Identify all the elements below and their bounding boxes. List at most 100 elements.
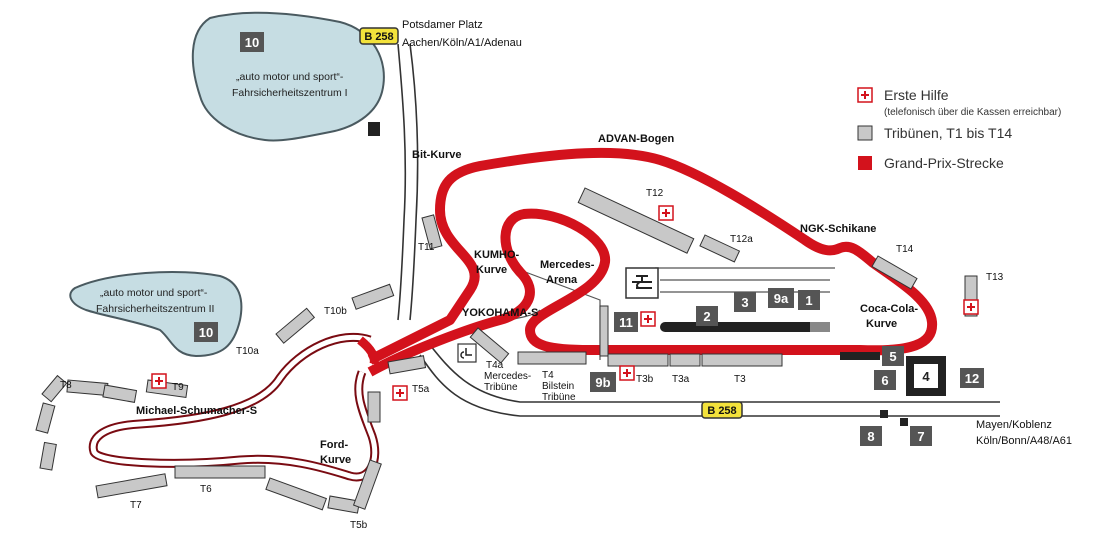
north-destination-2: Aachen/Köln/A1/Adenau [402,37,522,49]
stand-label-t4a-2: Mercedes- [484,371,531,382]
legend-first-aid-note: (telefonisch über die Kassen erreichbar) [884,107,1061,118]
legend: Erste Hilfe (telefonisch über die Kassen… [857,87,1061,171]
stand-t4a [469,327,510,364]
box-4-inner [914,364,938,388]
stand-label-t6: T6 [200,484,212,495]
road-sign-b258-north-label: B 258 [364,31,393,43]
box-11 [614,312,638,332]
paddock-marker-1 [880,410,888,418]
stand-t10b [351,283,395,310]
paddock-block [840,352,880,360]
stand-label-t14: T14 [896,244,914,255]
stand-label-t4-2: Bilstein [542,381,574,392]
grand-prix-track [367,147,938,377]
corner-bit: Bit-Kurve [412,149,462,161]
schumacher-s-track-center [90,334,378,480]
stand-label-t3a: T3a [672,374,690,385]
stand-t5b [265,477,328,511]
box-3 [734,292,756,312]
stand-label-t3: T3 [734,374,746,385]
number-boxes: 10 10 11 9a 9b 1 2 3 4 5 6 7 8 12 [194,32,984,446]
stand-t6 [174,465,266,479]
box-3-label: 3 [741,295,748,310]
stand-label-t10a: T10a [236,346,259,357]
stand-label-t8: T8 [60,380,72,391]
stand-t4 [517,351,587,365]
north-destination-1: Potsdamer Platz [402,19,483,31]
stand-label-t10b: T10b [324,306,347,317]
box-1 [798,290,820,310]
box-12-label: 12 [965,371,979,386]
stand-label-t11: T11 [418,242,435,253]
east-destination-1: Mayen/Koblenz [976,419,1052,431]
grandstands [35,187,978,514]
legend-stand-swatch [857,125,873,141]
corner-mercedes-1: Mercedes- [540,259,595,271]
box-8 [860,426,882,446]
stand-t12 [577,187,695,254]
stand-t11 [421,214,443,250]
stand-label-t7: T7 [130,500,142,511]
parking-icon [368,122,380,136]
road-b258-north [397,43,419,321]
corner-kumho-2: Kurve [476,264,507,276]
safety-centre-1-line2: Fahrsicherheitszentrum I [232,87,348,99]
stand-label-t5a: T5a [412,384,430,395]
box-9b [590,372,616,392]
box-6 [874,370,896,390]
corner-ford-2: Kurve [320,454,351,466]
corner-yokohama: YOKOHAMA-S [462,307,538,319]
paddock-marker-2 [900,418,908,426]
stand-t8-4 [35,402,56,434]
stand-label-t5b: T5b [350,520,368,531]
box-7 [910,426,932,446]
safety-centre-2-line2: Fahrsicherheitszentrum II [96,303,214,315]
track-connector [357,336,379,366]
box-12 [960,368,984,388]
stand-label-t3b: T3b [636,374,654,385]
stand-t12a [699,234,741,263]
safety-centre-1-line1: „auto motor und sport“- [236,71,344,83]
first-aid-icon-t9 [151,373,167,389]
corner-ngk: NGK-Schikane [800,223,876,235]
stand-t3b [607,353,669,367]
pit-building-end [810,322,830,332]
corner-coca-1: Coca-Cola- [860,303,918,315]
first-aid-icon-t12 [658,205,674,221]
box-11-label: 11 [619,315,633,330]
stand-label-t12: T12 [646,188,664,199]
box-9a-label: 9a [774,291,789,306]
east-destination-2: Köln/Bonn/A48/A61 [976,435,1072,447]
pit-building [660,322,830,332]
stand-t3a [669,353,701,367]
helipad [625,267,659,299]
box-5-label: 5 [889,349,896,364]
corner-schumacher: Michael-Schumacher-S [136,405,257,417]
box-9a [768,288,794,308]
first-aid-markers [151,205,979,401]
stand-t10a [275,307,316,344]
legend-stand-label: Tribünen, T1 bis T14 [884,125,1012,141]
stand-label-t12a: T12a [730,234,753,245]
safety-centre-2-line1: „auto motor und sport“- [100,287,208,299]
box-2 [696,306,718,326]
first-aid-icon-t5a [392,385,408,401]
road-sign-b258-south [701,401,743,419]
corner-coca-2: Kurve [866,318,897,330]
stand-t8-1 [66,379,109,396]
box-2-label: 2 [703,309,710,324]
corner-ford-1: Ford- [320,439,348,451]
stand-label-t4-1: T4 [542,370,554,381]
first-aid-icon-11 [640,311,656,327]
box-5 [882,346,904,366]
first-aid-icon-t3b [619,365,635,381]
box-10-lower-label: 10 [199,325,213,340]
box-6-label: 6 [881,373,888,388]
corner-mercedes-2: Arena [546,274,578,286]
stand-t3 [701,353,783,367]
stand-label-t4a-1: T4a [486,360,504,371]
box-10-top [240,32,264,52]
stand-t3-2 [599,305,609,357]
helicopter-icon [632,275,652,289]
